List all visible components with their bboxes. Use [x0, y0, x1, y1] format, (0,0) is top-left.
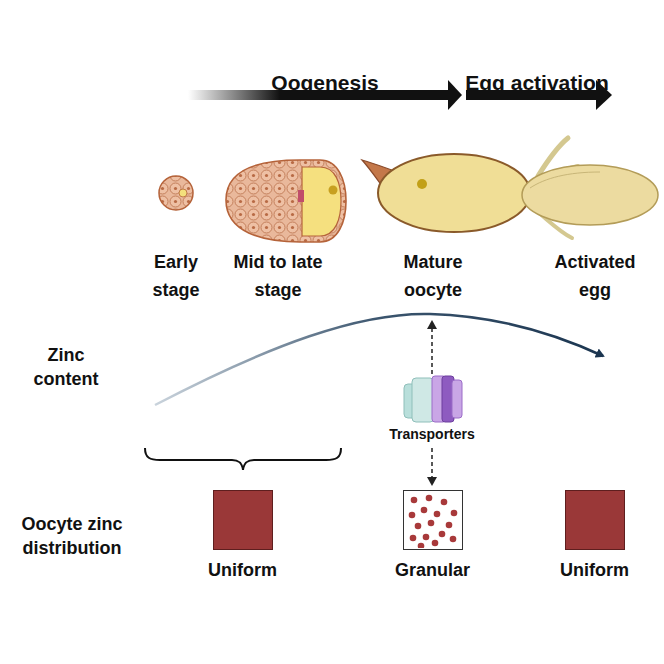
label-text: Activated egg — [545, 248, 645, 304]
node-label: Uniform — [208, 559, 277, 581]
zinc-square: Uniform — [213, 490, 273, 550]
zinc-granules — [404, 491, 461, 548]
node-label: Uniform — [560, 559, 629, 581]
zinc-square: Uniform — [565, 490, 625, 550]
label-text: Early stage — [141, 248, 211, 304]
label-text: Transporters — [372, 426, 492, 443]
label-text: Egg activation — [437, 70, 637, 96]
zinc-square: Granular — [403, 490, 463, 550]
label-text: Oogenesis — [225, 70, 425, 96]
label-text: Zinc content — [21, 343, 111, 391]
label-text: Mature oocyte — [383, 248, 483, 304]
label-text: Mid to late stage — [218, 248, 338, 304]
node-label: Granular — [395, 559, 470, 581]
label-text: Oocyte zinc distribution — [8, 512, 136, 560]
